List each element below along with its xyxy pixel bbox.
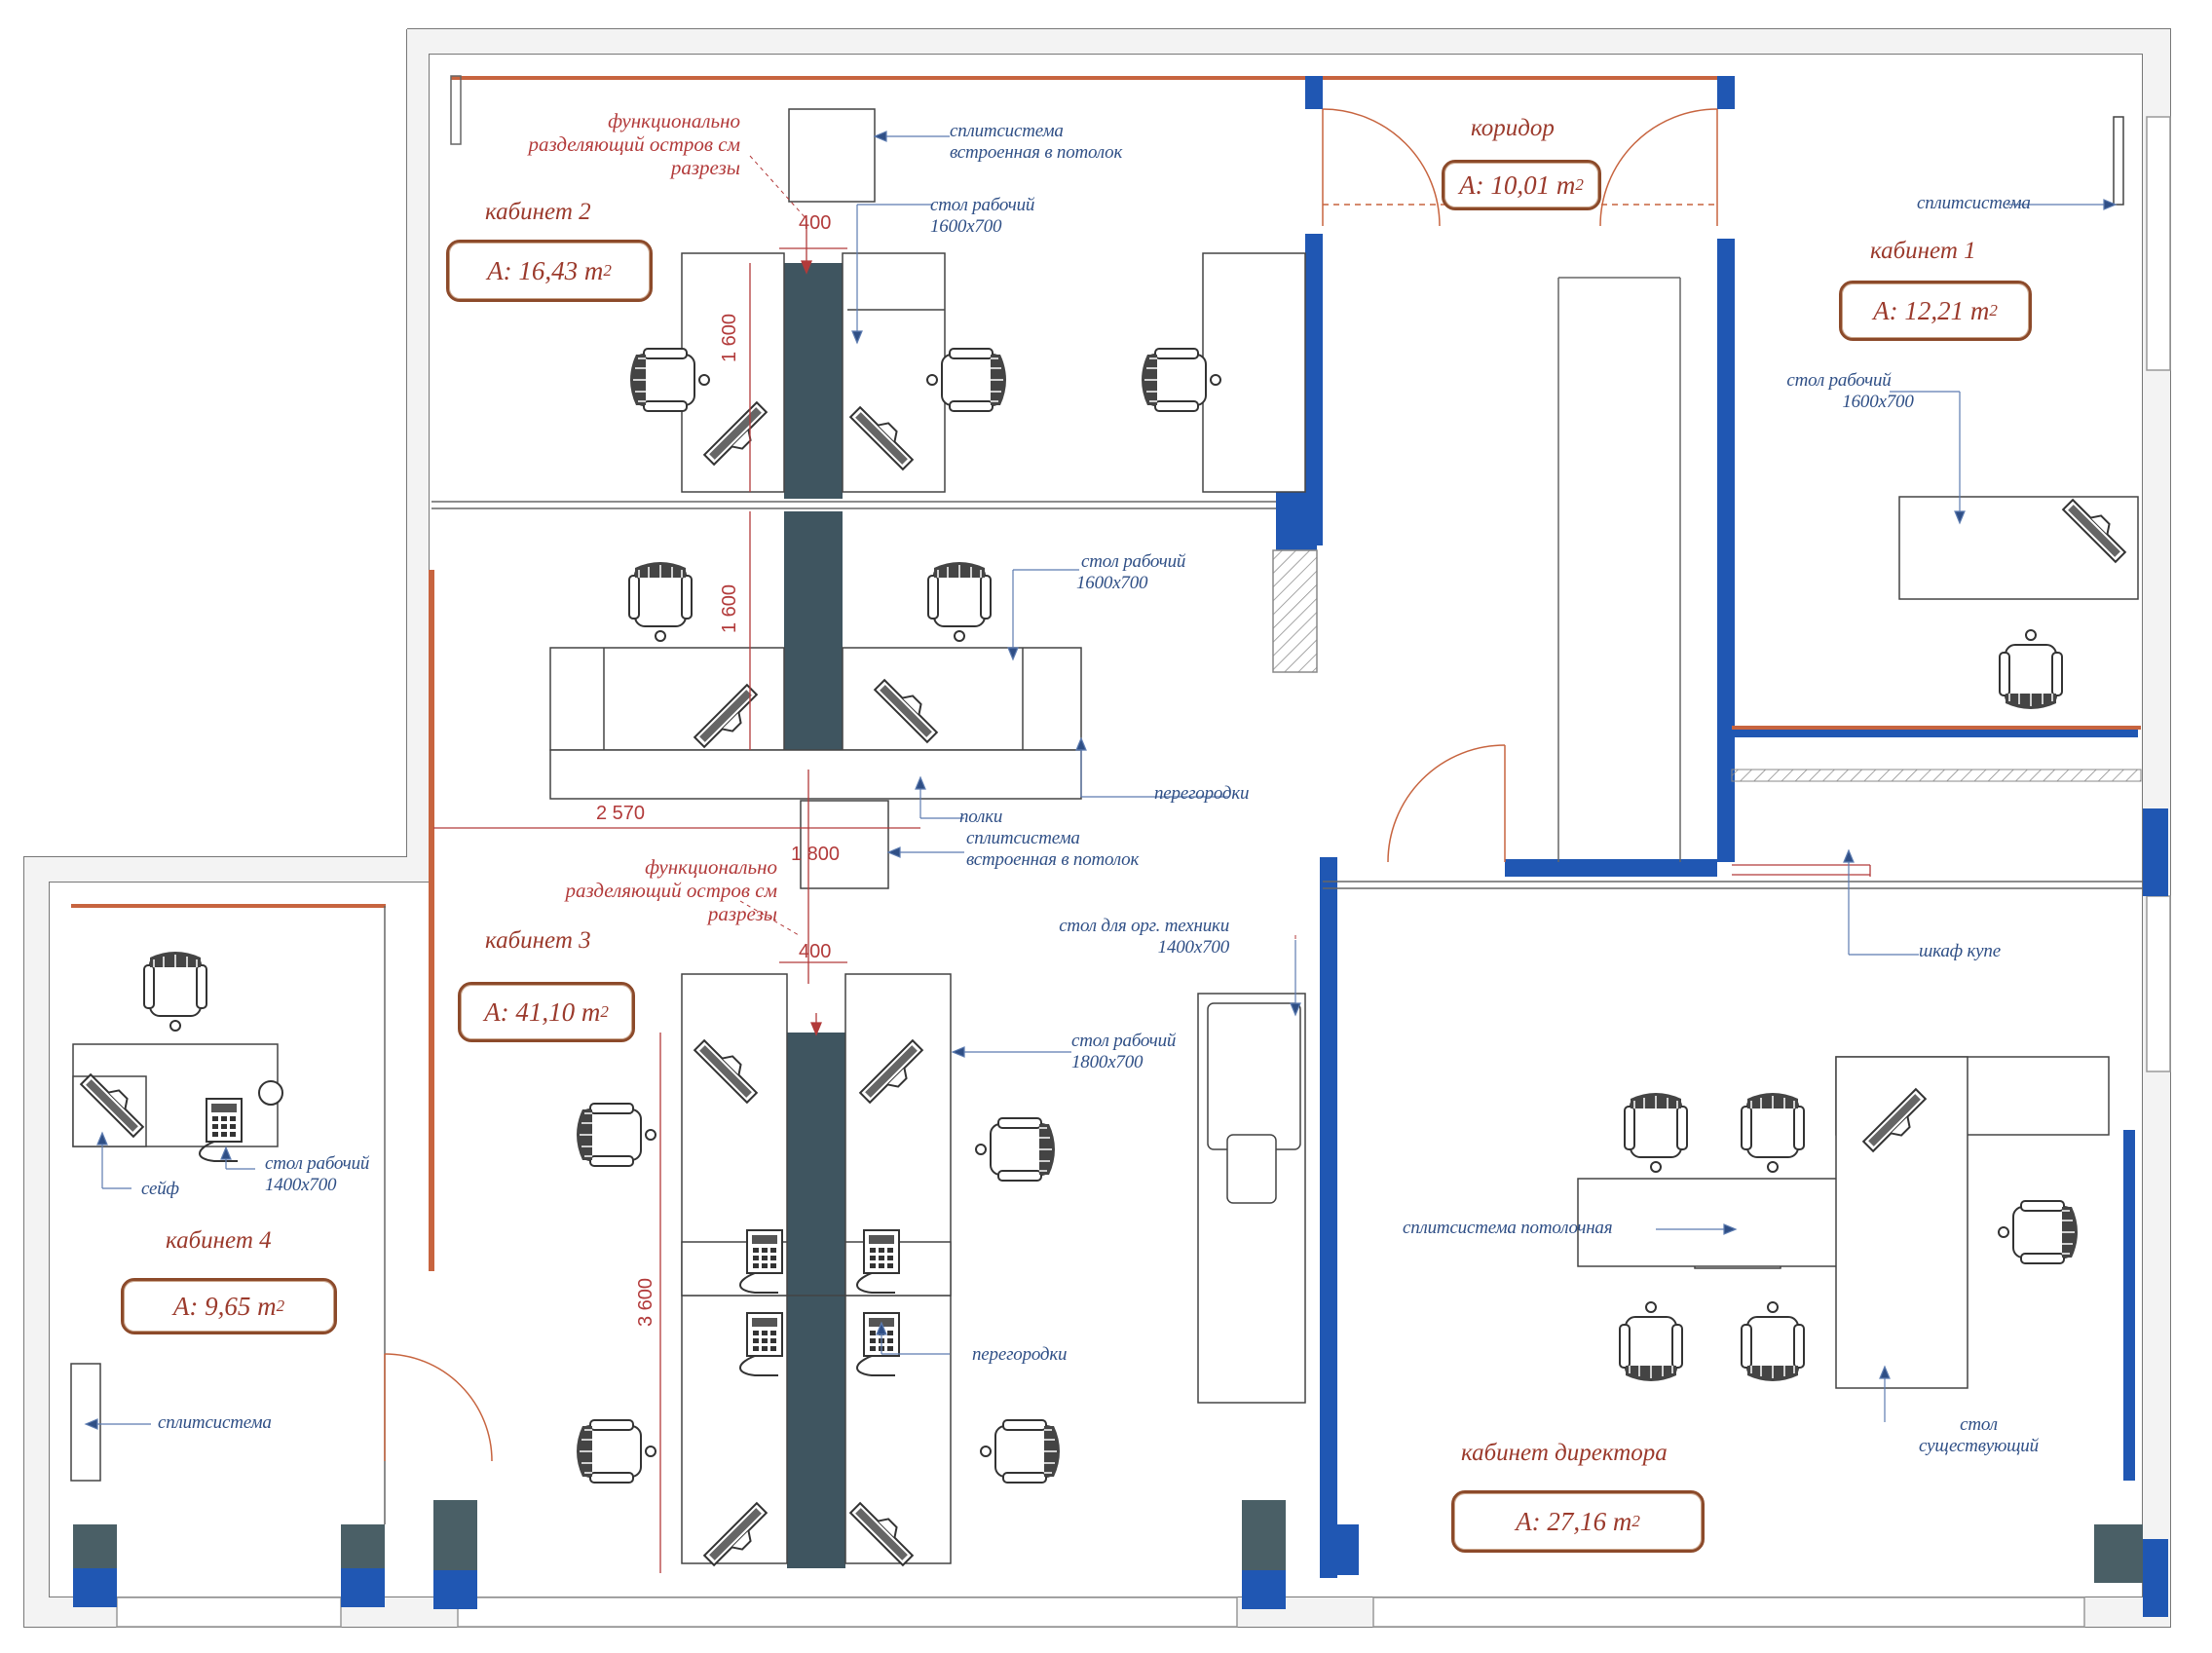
- split-ceiling-director-note: сплитсистема потолочная: [1403, 1218, 1613, 1238]
- cabinet2-label: кабинет 2: [485, 199, 591, 225]
- split-ceiling-top-line2: встроенная в потолок: [950, 141, 1123, 163]
- director-area: A: 27,16 m: [1516, 1506, 1632, 1536]
- island-note-mid-line1: функционально: [645, 855, 777, 879]
- corridor-area-sup: 2: [1575, 175, 1584, 194]
- dim-400-mid: 400: [799, 941, 832, 962]
- dim-3600: 3 600: [635, 1277, 656, 1327]
- desk-c3b-line1: стол рабочий: [1071, 1031, 1177, 1051]
- partitions-note-1: перегородки: [1154, 783, 1250, 804]
- island-note-mid-line3: разрезы: [707, 902, 777, 926]
- desk-c4-line1: стол рабочий: [265, 1153, 370, 1174]
- desk-c2-line1: стол рабочий: [930, 195, 1035, 215]
- cabinet2-area-sup: 2: [603, 261, 612, 280]
- wardrobe-note: шкаф купе: [1919, 941, 2001, 961]
- safe-note: сейф: [141, 1179, 179, 1199]
- dim-1600-a: 1 600: [719, 313, 740, 362]
- office-tech-note: стол для орг. техники 1400х700: [1013, 916, 1229, 958]
- director-area-sup: 2: [1631, 1512, 1640, 1530]
- split-ceiling-mid-note: сплитсистема встроенная в потолок: [966, 828, 1139, 871]
- cabinet4-area: A: 9,65 m: [172, 1291, 277, 1321]
- cabinet3-area-sup: 2: [600, 1002, 609, 1021]
- dim-1800: 1 800: [791, 844, 841, 865]
- office-tech-line2: 1400х700: [1157, 936, 1230, 958]
- dim-400-top: 400: [799, 212, 832, 234]
- desk-c2-line2: 1600х700: [930, 215, 1002, 237]
- split-ceiling-mid-line1: сплитсистема: [966, 828, 1080, 848]
- island-note-mid: функционально разделяющий остров см разр…: [526, 855, 778, 926]
- desk-c1-line1: стол рабочий: [1786, 370, 1892, 391]
- cabinet2-area: A: 16,43 m: [487, 255, 604, 285]
- desk-c4-line2: 1400х700: [265, 1174, 337, 1195]
- director-label: кабинет директора: [1461, 1440, 1668, 1466]
- desk-c2-note: стол рабочий 1600х700: [930, 195, 1034, 238]
- split-ceiling-top-line1: сплитсистема: [950, 121, 1064, 141]
- cabinet4-area-sup: 2: [276, 1296, 285, 1315]
- cabinet3-label: кабинет 3: [485, 927, 591, 954]
- split-c1-note: сплитсистема: [1917, 193, 2031, 213]
- island-note-top: функционально разделяющий остров см разр…: [495, 109, 741, 180]
- split-ceiling-mid-line2: встроенная в потолок: [966, 848, 1140, 870]
- cabinet4-label: кабинет 4: [166, 1227, 272, 1254]
- cabinet1-area-sup: 2: [1989, 301, 1998, 319]
- desk-c3a-line1: стол рабочий: [1081, 551, 1186, 572]
- existing-desk-note: стол существующий: [1919, 1414, 2039, 1457]
- existing-desk-line1: стол: [1960, 1414, 1998, 1435]
- cabinet3-area: A: 41,10 m: [484, 996, 601, 1027]
- split-c4-note: сплитсистема: [158, 1412, 272, 1433]
- island-note-top-line3: разрезы: [670, 156, 740, 180]
- cabinet1-label: кабинет 1: [1870, 238, 1976, 264]
- island-note-top-line1: функционально: [608, 109, 740, 132]
- desk-c3b-note: стол рабочий 1800х700: [1071, 1031, 1176, 1073]
- office-tech-line1: стол для орг. техники: [1059, 916, 1229, 936]
- shelves-note: полки: [959, 807, 1003, 827]
- island-note-mid-line2: разделяющий остров см: [565, 879, 778, 903]
- island-note-top-line2: разделяющий остров см: [528, 132, 741, 157]
- split-ceiling-top-note: сплитсистема встроенная в потолок: [950, 121, 1122, 164]
- cabinet1-area: A: 12,21 m: [1873, 295, 1990, 325]
- existing-desk-line2: существующий: [1919, 1435, 2039, 1456]
- partitions-note-2: перегородки: [972, 1344, 1068, 1365]
- desk-c3b-line2: 1800х700: [1071, 1051, 1143, 1072]
- corridor-label: коридор: [1471, 115, 1555, 141]
- dim-2570: 2 570: [596, 803, 646, 824]
- corridor-area: A: 10,01 m: [1459, 169, 1576, 200]
- desk-c3a-line2: 1600х700: [1076, 572, 1148, 593]
- desk-c3a-note: стол рабочий 1600х700: [1076, 551, 1186, 594]
- desk-c1-note: стол рабочий 1600х700: [1761, 370, 1917, 413]
- dim-1600-b: 1 600: [719, 583, 740, 633]
- desk-c4-note: стол рабочий 1400х700: [265, 1153, 369, 1196]
- desk-c1-line2: 1600х700: [1842, 391, 1914, 412]
